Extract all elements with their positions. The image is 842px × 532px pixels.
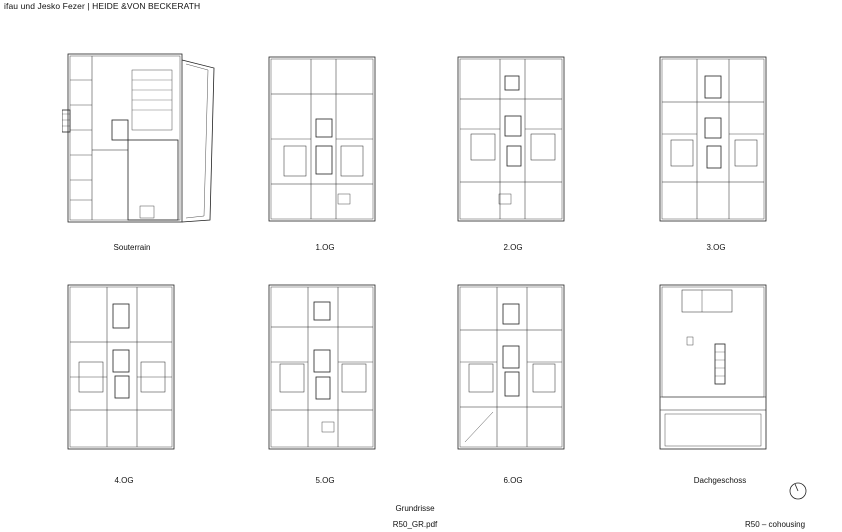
floor-plan-4og xyxy=(65,282,185,452)
north-arrow-icon xyxy=(788,481,808,506)
sheet-title: Grundrisse xyxy=(395,504,435,513)
plan-label-6og: 6.OG xyxy=(503,476,523,485)
file-name: R50_GR.pdf xyxy=(392,520,438,529)
floor-plan-6og xyxy=(455,282,575,452)
floor-plan-2og xyxy=(455,54,575,224)
project-name: R50 – cohousing xyxy=(744,520,806,529)
floor-plan-3og xyxy=(657,54,777,224)
plan-label-3og: 3.OG xyxy=(706,243,726,252)
page-header: ifau und Jesko Fezer | HEIDE &VON BECKER… xyxy=(4,1,201,11)
plan-label-2og: 2.OG xyxy=(503,243,523,252)
floor-plan-5og xyxy=(266,282,386,452)
plan-label-dachgeschoss: Dachgeschoss xyxy=(693,476,747,485)
plan-label-souterrain: Souterrain xyxy=(113,243,151,252)
plan-label-1og: 1.OG xyxy=(315,243,335,252)
plan-label-5og: 5.OG xyxy=(315,476,335,485)
floor-plan-dachgeschoss xyxy=(657,282,777,452)
plan-label-4og: 4.OG xyxy=(114,476,134,485)
floor-plan-souterrain xyxy=(62,50,232,230)
floor-plan-1og xyxy=(266,54,386,224)
